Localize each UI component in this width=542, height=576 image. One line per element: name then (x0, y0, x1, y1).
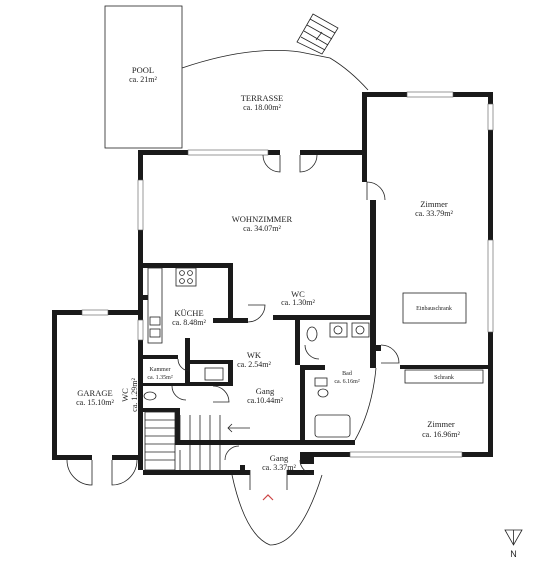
label-kammer-name: Kammer (150, 367, 171, 373)
terrace-stairs (296, 13, 339, 55)
label-schrank: Schrank (434, 375, 454, 381)
label-garage-name: GARAGE (77, 388, 112, 398)
label-bad-area: ca. 6.16m² (334, 379, 359, 385)
kitchen-fixtures (147, 267, 197, 344)
label-wc-top-area: ca. 1.30m² (281, 298, 315, 307)
label-gang-bottom-area: ca. 3.37m² (262, 463, 296, 472)
label-wc-side-area: ca. 1.29m² (130, 378, 139, 412)
bad-curved-wall (354, 367, 377, 441)
label-terrasse-name: TERRASSE (241, 93, 284, 103)
label-wohnzimmer-area: ca. 34.07m² (243, 224, 281, 233)
label-wk-name: WK (247, 350, 262, 360)
label-wc-side-name: WC (120, 388, 130, 402)
label-einbauschrank: Einbauschrank (416, 306, 452, 312)
schrank-box (404, 369, 484, 384)
einbauschrank-box (402, 292, 467, 324)
label-wk-area: ca. 2.54m² (237, 360, 271, 369)
pool-outline (104, 5, 183, 149)
stairs (144, 411, 250, 471)
doors (66, 154, 400, 490)
north-arrow: N (504, 529, 523, 559)
label-pool-name: POOL (132, 65, 154, 75)
entrance-porch (231, 474, 323, 546)
label-terrasse-area: ca. 18.00m² (243, 103, 281, 112)
label-zimmer-bottom-name: Zimmer (427, 419, 455, 429)
room-labels: POOL ca. 21m² TERRASSE ca. 18.00m² Zimme… (76, 65, 460, 472)
label-gang-mid-name: Gang (256, 386, 275, 396)
interior-walls (143, 200, 488, 445)
label-pool-area: ca. 21m² (129, 75, 157, 84)
label-zimmer-top-area: ca. 33.79m² (415, 209, 453, 218)
terrace-outline (181, 49, 369, 91)
bathroom-fixtures (143, 322, 370, 438)
entrance-arrow (262, 494, 274, 501)
exterior-walls (52, 92, 493, 475)
label-wc-top-name: WC (291, 289, 305, 299)
label-gang-mid-area: ca.10.44m² (247, 396, 283, 405)
label-kueche-name: KÜCHE (174, 308, 203, 318)
label-zimmer-bottom-area: ca. 16.96m² (422, 430, 460, 439)
label-zimmer-top-name: Zimmer (420, 199, 448, 209)
windows (81, 91, 494, 458)
label-kammer-area: ca. 1.35m² (147, 375, 172, 381)
label-wc-side: WC ca. 1.29m² (120, 378, 139, 412)
label-garage-area: ca. 15.10m² (76, 398, 114, 407)
label-gang-bottom-name: Gang (270, 453, 289, 463)
north-label: N (510, 549, 517, 559)
label-wohnzimmer-name: WOHNZIMMER (232, 214, 293, 224)
label-kueche-area: ca. 8.48m² (172, 318, 206, 327)
label-bad-name: Bad (342, 371, 352, 377)
